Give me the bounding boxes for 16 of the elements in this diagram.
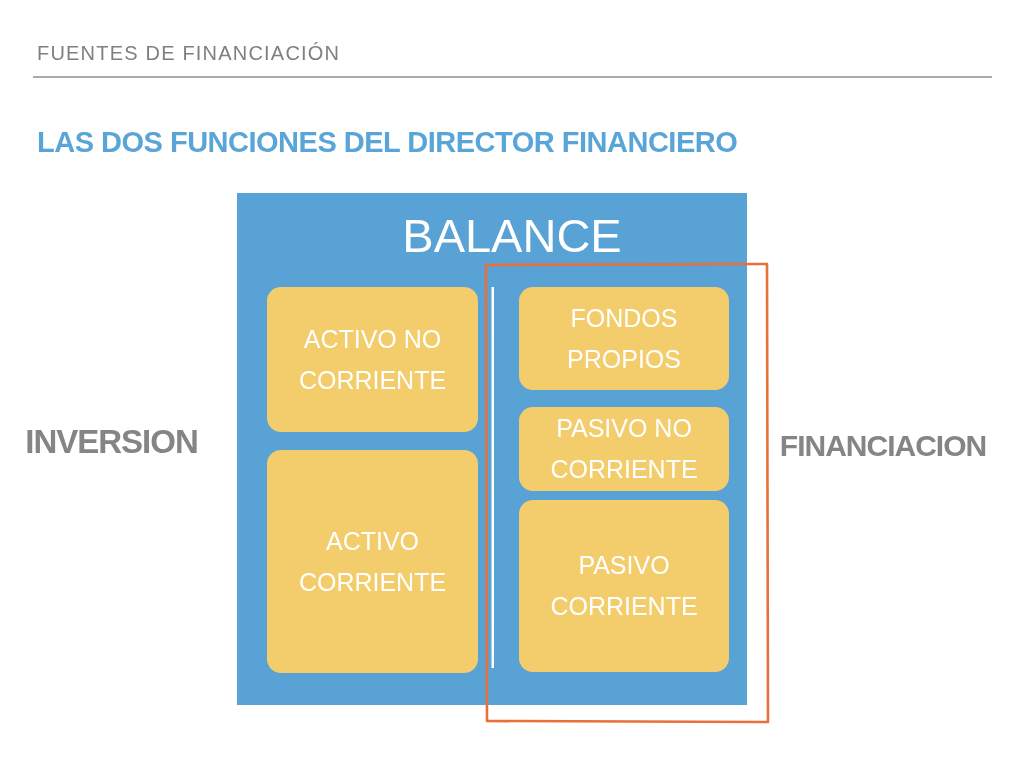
account-label: PASIVO CORRIENTE bbox=[549, 550, 699, 622]
account-label: FONDOS PROPIOS bbox=[566, 302, 682, 375]
account-label: PASIVO NO CORRIENTE bbox=[549, 413, 699, 485]
section-header: FUENTES DE FINANCIACIÓN bbox=[37, 41, 341, 66]
side-label: INVERSION bbox=[24, 422, 199, 462]
account-box bbox=[519, 500, 729, 672]
account-label: ACTIVO NO CORRIENTE bbox=[297, 323, 448, 396]
balance-panel bbox=[237, 193, 747, 705]
account-box bbox=[519, 407, 729, 491]
side-label: FINANCIACION bbox=[778, 428, 988, 464]
account-box bbox=[267, 287, 478, 432]
slide-title: LAS DOS FUNCIONES DEL DIRECTOR FINANCIERO bbox=[37, 125, 738, 160]
account-box bbox=[267, 450, 478, 673]
panel-heading: BALANCE bbox=[401, 211, 623, 261]
account-box bbox=[519, 287, 729, 390]
account-label: ACTIVO CORRIENTE bbox=[297, 525, 448, 598]
